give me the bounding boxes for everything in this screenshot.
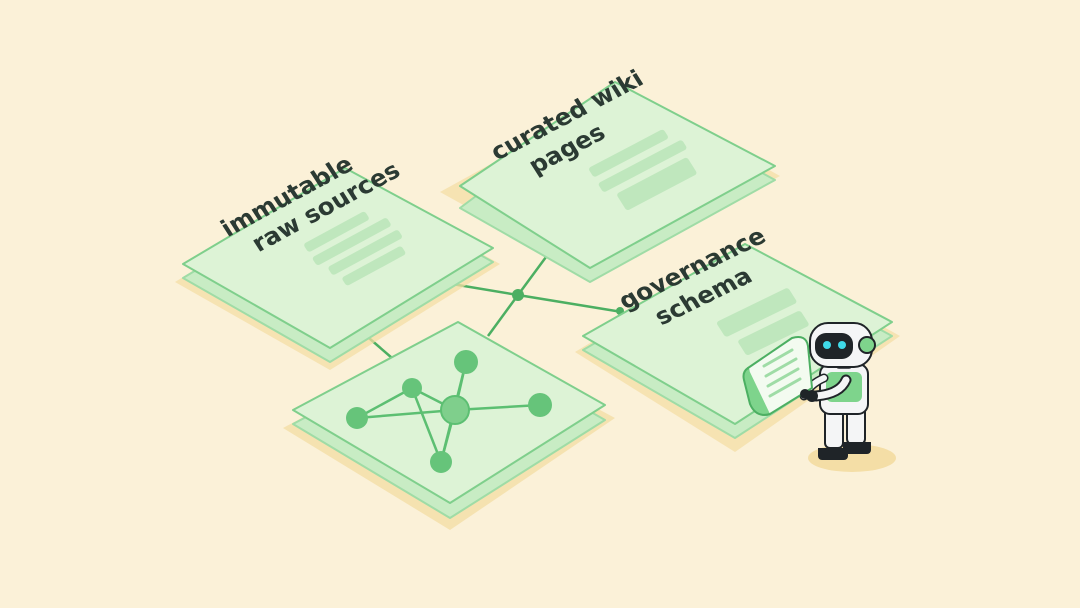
document-line: [764, 357, 798, 378]
card-text-bar: [717, 288, 797, 337]
robot-foot-right: [843, 442, 871, 454]
connector-hub-node: [512, 289, 524, 301]
robot-arm-front: [800, 374, 852, 402]
document-line: [762, 348, 794, 368]
card-face: [182, 167, 494, 349]
robot-eye-left: [823, 341, 831, 349]
graph-node: [440, 395, 470, 425]
card-text-bar: [342, 246, 406, 286]
graph-node: [454, 350, 478, 374]
document-icon: [742, 336, 813, 416]
robot-eye-right: [838, 341, 846, 349]
card-text-bar: [598, 140, 687, 192]
card-face: [582, 243, 893, 425]
network-graph-icon: [346, 350, 552, 473]
document-line: [766, 367, 800, 388]
card-text-bar: [328, 230, 402, 275]
document-curl: [742, 367, 771, 416]
graph-node: [430, 451, 452, 473]
robot-foot-left: [818, 448, 848, 460]
connector-hub-to-graph: [486, 294, 520, 337]
robot-hand: [800, 389, 810, 399]
card-text-bar: [304, 211, 369, 252]
graph-node: [402, 378, 422, 398]
document-line: [768, 377, 802, 398]
card-text-bar: [589, 129, 668, 177]
graph-node: [528, 393, 552, 417]
robot-ear: [858, 336, 876, 354]
robot-visor: [815, 333, 853, 359]
connector-hub-to-governance: [517, 293, 623, 314]
graph-node: [346, 407, 368, 429]
card-network-graph: [283, 321, 615, 530]
card-text-bar: [738, 311, 809, 355]
card-text-bar: [312, 218, 391, 266]
card-text-bar: [617, 157, 697, 210]
